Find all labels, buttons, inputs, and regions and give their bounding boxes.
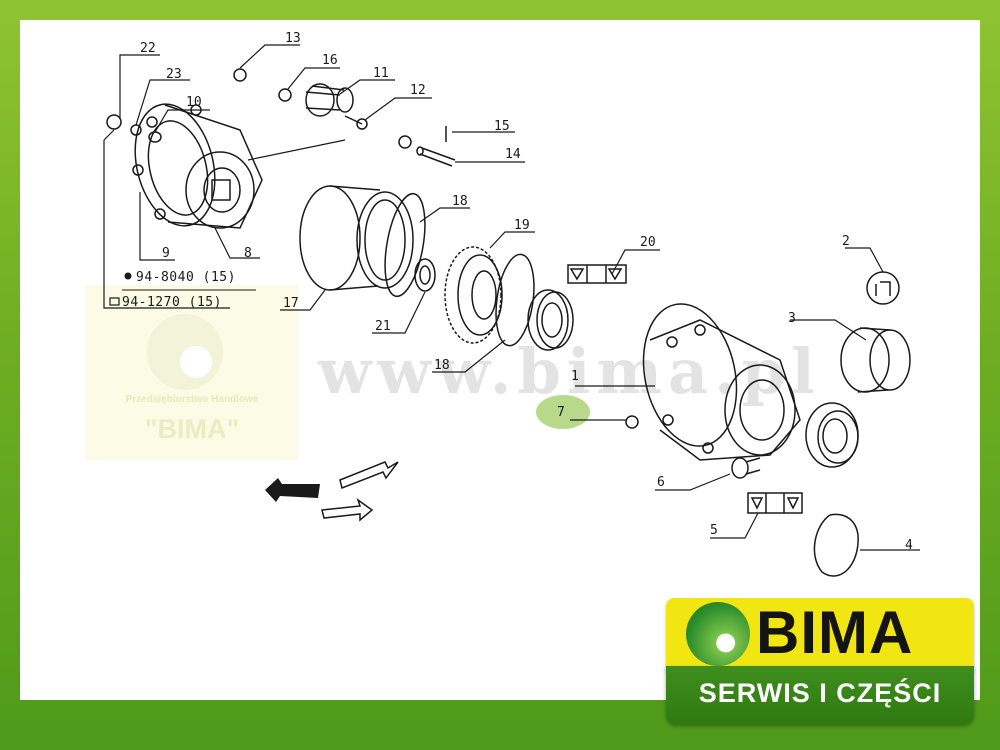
logo-tagline: SERWIS I CZĘŚCI — [698, 678, 942, 708]
bearing-symbol-20 — [567, 264, 627, 284]
bolt-22 — [106, 114, 122, 130]
watermark-company-line: Przedsiębiorstwo Handlowe — [126, 394, 259, 405]
snap-ring-18-lower — [495, 253, 535, 347]
pin-12 — [344, 115, 368, 130]
label-2: 2 — [842, 234, 850, 249]
watermark: Przedsiębiorstwo Handlowe "BIMA" www.bim… — [85, 285, 815, 460]
bearing-20 — [527, 289, 574, 351]
label-14: 14 — [505, 147, 521, 162]
logo-bottom-panel: SERWIS I CZĘŚCI — [666, 666, 974, 724]
flange-housing — [132, 103, 263, 229]
label-4: 4 — [905, 538, 913, 553]
washer-13 — [233, 68, 247, 82]
note-22: 94-1270 (15) — [122, 295, 222, 310]
label-18-upper: 18 — [452, 194, 468, 209]
logo-ball-icon — [686, 602, 750, 666]
label-23: 23 — [166, 67, 182, 82]
thrust-washer-21 — [414, 258, 436, 292]
bima-logo: BIMA SERWIS I CZĘŚCI — [666, 598, 974, 726]
label-19: 19 — [514, 218, 530, 233]
leader-lines — [103, 44, 920, 551]
note-9: 94-8040 (15) — [136, 270, 236, 285]
label-5: 5 — [710, 523, 718, 538]
label-15: 15 — [494, 119, 510, 134]
bolt-6 — [731, 457, 761, 479]
direction-arrows — [265, 461, 399, 522]
seal-3 — [840, 327, 911, 393]
label-11: 11 — [373, 66, 389, 81]
label-6: 6 — [657, 475, 665, 490]
snap-ring-18-upper — [384, 192, 426, 298]
label-21: 21 — [375, 319, 391, 334]
seal-ring-4 — [813, 513, 859, 577]
label-9: 9 — [162, 246, 170, 261]
part-labels: 22 23 10 13 16 11 12 15 14 18 19 20 2 3 … — [140, 31, 913, 553]
label-16: 16 — [322, 53, 338, 68]
ring-16 — [278, 88, 292, 102]
label-22: 22 — [140, 41, 156, 56]
nut-7 — [625, 415, 639, 429]
bearing-symbol-5 — [747, 492, 803, 514]
bearing-cone — [805, 402, 859, 468]
label-18-lower: 18 — [434, 358, 450, 373]
shaft-14 — [398, 135, 456, 167]
sun-gear-19 — [444, 246, 503, 344]
logo-top-panel: BIMA — [666, 598, 974, 670]
label-20: 20 — [640, 235, 656, 250]
label-13: 13 — [285, 31, 301, 46]
label-17: 17 — [283, 296, 299, 311]
note-9-bullet — [124, 272, 132, 280]
cap-2 — [866, 271, 900, 305]
label-8: 8 — [244, 246, 252, 261]
label-1: 1 — [571, 369, 579, 384]
wheel-hub-1 — [642, 303, 801, 461]
label-3: 3 — [788, 311, 796, 326]
label-10: 10 — [186, 95, 202, 110]
ring-gear-17 — [299, 185, 414, 291]
exploded-parts-diagram: Przedsiębiorstwo Handlowe "BIMA" www.bim… — [85, 31, 920, 577]
watermark-ball-highlight — [180, 346, 212, 378]
notes: 94-8040 (15) 94-1270 (15) — [109, 270, 256, 310]
watermark-company-name: "BIMA" — [145, 414, 240, 444]
pinion-gear-11 — [305, 83, 354, 117]
logo-word: BIMA — [756, 599, 914, 666]
label-12: 12 — [410, 83, 426, 98]
label-7: 7 — [557, 405, 565, 420]
note-22-bolt-icon — [109, 297, 120, 306]
washer-23 — [130, 124, 142, 136]
diagram-sheet: Przedsiębiorstwo Handlowe "BIMA" www.bim… — [20, 20, 980, 700]
